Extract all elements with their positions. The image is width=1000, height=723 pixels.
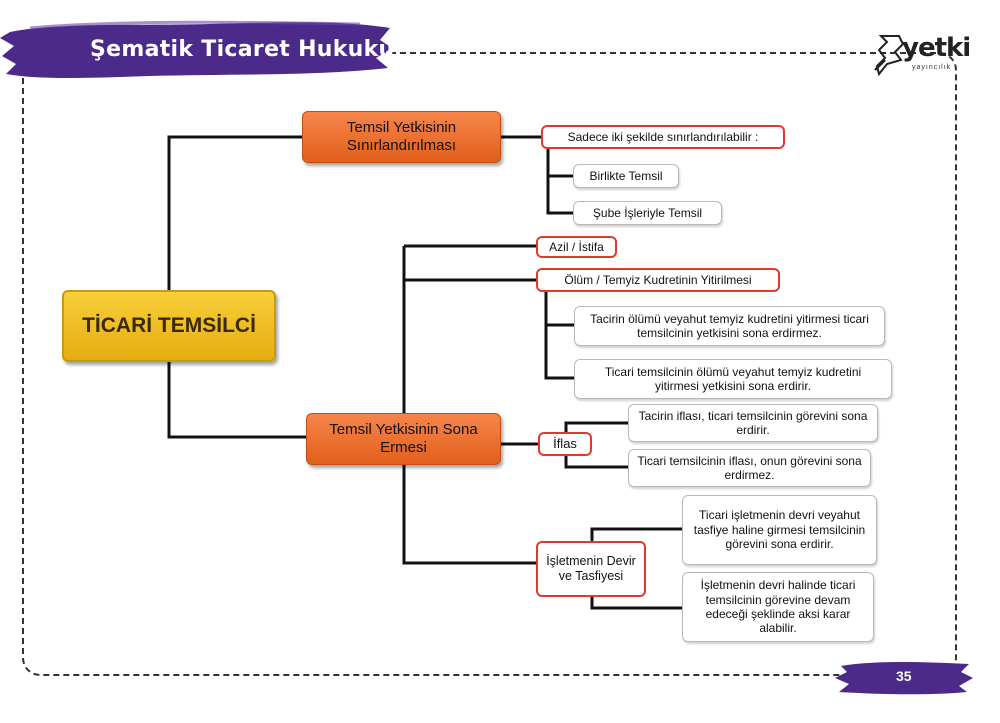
leaf-devir-1: Ticari işletmenin devri veyahut tasfiye …: [682, 495, 877, 565]
page-number: 35: [896, 668, 912, 684]
root-node: TİCARİ TEMSİLCİ: [62, 290, 276, 362]
intro-note: Sadece iki şekilde sınırlandırılabilir :: [541, 125, 785, 149]
leaf-iflas-2: Ticari temsilcinin iflası, onun görevini…: [628, 449, 871, 487]
page-frame: [22, 52, 957, 676]
title-banner: [0, 20, 392, 79]
logo-icon: [874, 35, 905, 77]
leaf-devir-2: İşletmenin devri halinde ticari temsilci…: [682, 572, 874, 642]
node-devir-tasfiye: İşletmenin Devir ve Tasfiyesi: [536, 541, 646, 597]
branch-node-sinirlandirma: Temsil Yetkisinin Sınırlandırılması: [302, 111, 501, 163]
page-number-banner: [835, 662, 973, 695]
node-azil-istifa: Azil / İstifa: [536, 236, 617, 258]
page-title: Şematik Ticaret Hukuku: [90, 37, 395, 62]
node-olum: Ölüm / Temyiz Kudretinin Yitirilmesi: [536, 268, 780, 292]
leaf-iflas-1: Tacirin iflası, ticari temsilcinin görev…: [628, 404, 878, 442]
leaf-sube-temsil: Şube İşleriyle Temsil: [573, 201, 722, 225]
branch-node-sona-erme: Temsil Yetkisinin Sona Ermesi: [306, 413, 501, 465]
leaf-olum-2: Ticari temsilcinin ölümü veyahut temyiz …: [574, 359, 892, 399]
logo-brand: yetki: [902, 33, 971, 63]
node-iflas: İflas: [538, 432, 592, 456]
logo-sub: yayıncılık: [912, 64, 952, 71]
leaf-birlikte-temsil: Birlikte Temsil: [573, 164, 679, 188]
leaf-olum-1: Tacirin ölümü veyahut temyiz kudretini y…: [574, 306, 885, 346]
